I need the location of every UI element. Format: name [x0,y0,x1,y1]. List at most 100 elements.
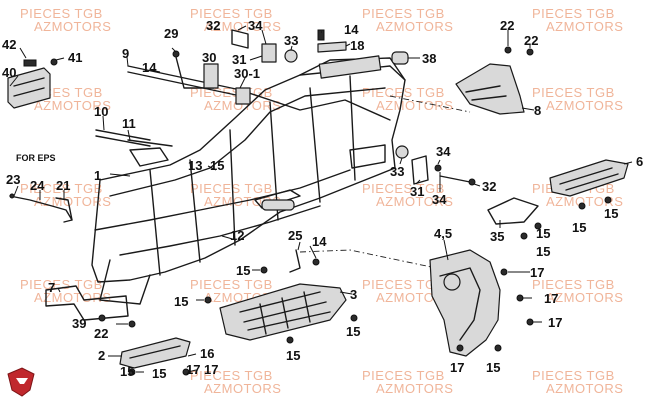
callout-label: 24 [30,178,45,193]
brand-logo-icon [7,367,35,397]
callout-label: 23 [6,172,20,187]
callout-label: 22 [94,326,108,341]
callout-label: 11 [122,116,136,131]
callout-label: 38 [422,51,436,66]
eps-note: FOR EPS [16,153,56,163]
callout-label: 34 [436,144,451,159]
callout-label: 17 [204,362,218,377]
watermark-text: AZMOTORS [376,98,453,113]
hardware-top [172,29,409,105]
callout-label: 25 [288,228,302,243]
callout-label: 14 [312,234,327,249]
callout-label: 8 [534,103,541,118]
leader-lines [9,25,633,373]
bracket-40 [7,58,58,109]
callout-label: 31 [410,184,424,199]
callout-label: 16 [200,346,214,361]
clip-42 [23,59,37,67]
watermark-text: PIECES TGB [190,277,273,292]
callout-label: 15 [236,263,250,278]
callout-label: 17 [544,291,558,306]
watermark-text: AZMOTORS [34,290,111,305]
hardware-center [289,249,320,273]
watermark-text: AZMOTORS [376,381,453,396]
bolt-41 [50,58,58,66]
part-callouts: 42 41 40 9 14 10 11 FOR EPS 1 23 24 21 1… [2,18,643,381]
callout-label: 15 [536,226,550,241]
callout-label: 15 [486,360,500,375]
watermark-text: PIECES TGB [362,181,445,196]
assembly-lines [299,95,601,269]
callout-label: 15 [536,244,550,259]
callout-label: 22 [500,18,514,33]
callout-label: 30 [202,50,216,65]
callout-label: 35 [490,229,504,244]
watermark-text: PIECES TGB [362,277,445,292]
callout-label: 32 [206,18,220,33]
callout-label: 14 [344,22,359,37]
main-frame [91,55,406,305]
callout-label: 30-1 [234,66,260,81]
callout-label: 33 [390,164,404,179]
callout-label: 34 [432,192,447,207]
callout-label: 41 [68,50,82,65]
watermark-text: AZMOTORS [376,194,453,209]
callout-label: 12 [230,228,244,243]
watermark-text: PIECES TGB [362,368,445,383]
callout-label: 15 [604,206,618,221]
watermark-text: AZMOTORS [34,19,111,34]
callout-label: 15 [286,348,300,363]
watermark-text: AZMOTORS [34,194,111,209]
watermark-text: AZMOTORS [546,194,623,209]
callout-label: 9 [122,46,129,61]
watermark-text: AZMOTORS [204,98,281,113]
callout-label: 13 [188,158,202,173]
callout-label: 17 [186,362,200,377]
watermark-text: PIECES TGB [190,181,273,196]
watermark-text: AZMOTORS [546,98,623,113]
callout-label: 15 [120,364,134,379]
watermark-text: PIECES TGB [532,277,615,292]
watermark-text: PIECES TGB [20,6,103,21]
bracket-7 [45,285,136,328]
plate-6 [549,159,629,210]
guard-45 [429,249,534,357]
watermark-text: AZMOTORS [546,290,623,305]
callout-label: 42 [2,37,16,52]
callout-label: 32 [482,179,496,194]
callout-label: 17 [530,265,544,280]
callout-label: 10 [94,104,108,119]
watermark-text: AZMOTORS [376,19,453,34]
callout-label: 17 [548,315,562,330]
watermark-text: AZMOTORS [204,381,281,396]
watermark-text: PIECES TGB [20,277,103,292]
callout-label: 15 [152,366,166,381]
callout-label: 29 [164,26,178,41]
callout-label: 34 [248,18,263,33]
callout-label: 15 [572,220,586,235]
callout-label: 15 [174,294,188,309]
callout-label: 7 [48,280,55,295]
watermark-text: AZMOTORS [546,381,623,396]
watermark-text: PIECES TGB [190,85,273,100]
watermark-text: AZMOTORS [34,98,111,113]
watermark-text: PIECES TGB [20,181,103,196]
watermark-text: AZMOTORS [546,19,623,34]
watermark-text: PIECES TGB [532,6,615,21]
watermark-text: PIECES TGB [532,368,615,383]
bracket-8 [455,46,534,115]
skid-plate-3 [204,266,358,344]
callout-label: 6 [636,154,643,169]
callout-label: 40 [2,65,16,80]
callout-label: 22 [524,33,538,48]
callout-label: 14 [142,60,157,75]
callout-label: 33 [284,33,298,48]
plate-35 [487,197,542,240]
watermark-text: PIECES TGB [532,85,615,100]
callout-label: 4,5 [434,226,452,241]
callout-label: 21 [56,178,70,193]
callout-label: 39 [72,316,86,331]
callout-label: 3 [350,287,357,302]
callout-label: 2 [98,348,105,363]
